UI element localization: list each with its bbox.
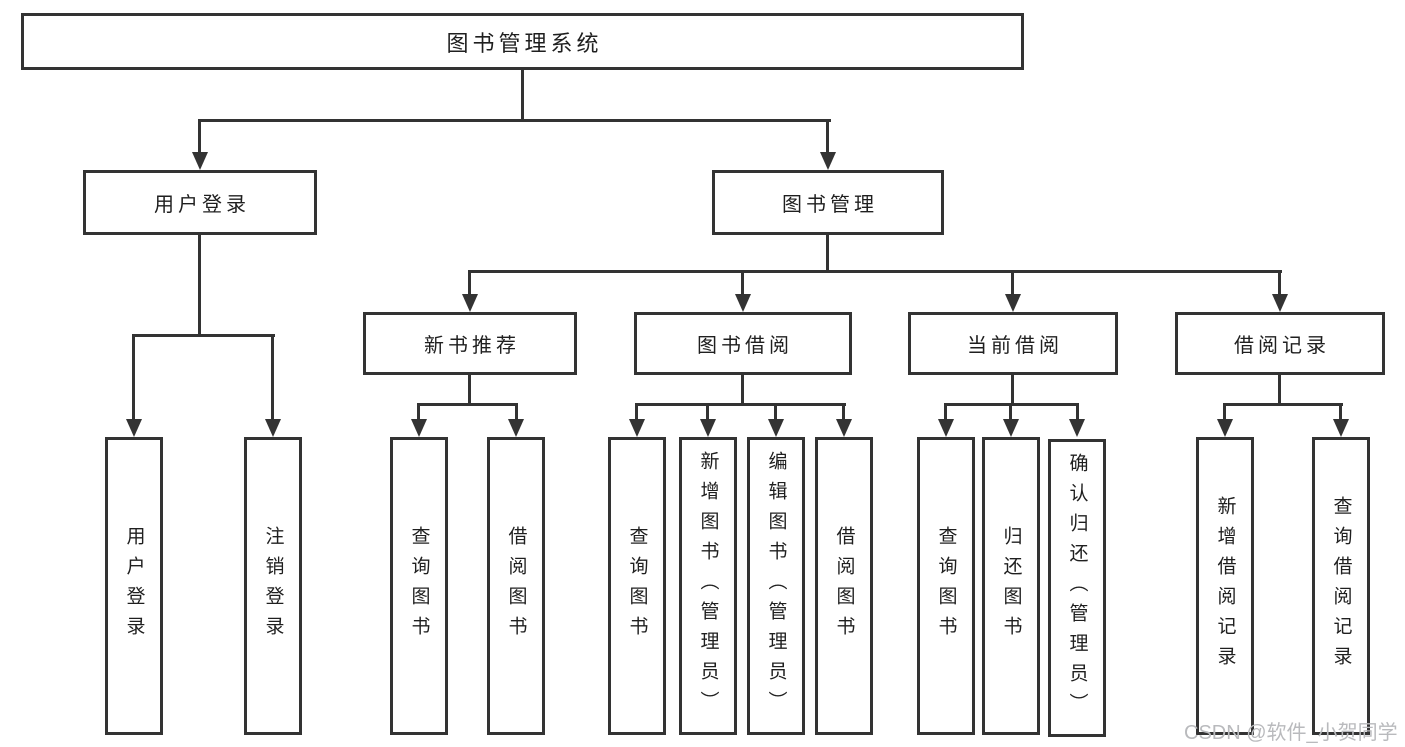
- node-book-borrow: 图书借阅: [634, 312, 852, 375]
- leaf-edit-book-admin: 编辑图书（管理员）: [747, 437, 805, 735]
- node-book-management: 图书管理: [712, 170, 944, 235]
- connector-line: [706, 403, 709, 420]
- connector-arrow: [192, 152, 208, 170]
- connector-line: [417, 403, 518, 406]
- connector-arrow: [629, 419, 645, 437]
- leaf-user-login: 用户登录: [105, 437, 163, 735]
- connector-arrow: [735, 294, 751, 312]
- connector-line: [417, 403, 420, 420]
- leaf-query-books-current: 查询图书: [917, 437, 975, 735]
- connector-arrow: [938, 419, 954, 437]
- node-new-book-recommend: 新书推荐: [363, 312, 577, 375]
- node-current-borrow: 当前借阅: [908, 312, 1118, 375]
- connector-line: [826, 119, 829, 155]
- connector-arrow: [700, 419, 716, 437]
- connector-arrow: [1217, 419, 1233, 437]
- node-user-login: 用户登录: [83, 170, 317, 235]
- connector-line: [132, 334, 275, 337]
- connector-line: [198, 119, 201, 155]
- connector-line: [1278, 270, 1281, 296]
- leaf-borrow-books: 借阅图书: [815, 437, 873, 735]
- connector-line: [468, 375, 471, 406]
- connector-line: [1339, 403, 1342, 420]
- leaf-add-borrow-record: 新增借阅记录: [1196, 437, 1254, 735]
- connector-line: [1278, 375, 1281, 406]
- leaf-query-books-borrow: 查询图书: [608, 437, 666, 735]
- connector-arrow: [1333, 419, 1349, 437]
- leaf-borrow-books-recommend: 借阅图书: [487, 437, 545, 735]
- connector-line: [468, 270, 471, 296]
- connector-line: [1076, 403, 1079, 420]
- connector-arrow: [1272, 294, 1288, 312]
- connector-line: [198, 235, 201, 337]
- leaf-query-books-recommend: 查询图书: [390, 437, 448, 735]
- connector-line: [635, 403, 846, 406]
- connector-line: [635, 403, 638, 420]
- connector-line: [741, 270, 744, 296]
- connector-line: [521, 70, 524, 121]
- leaf-confirm-return-admin: 确认归还（管理员）: [1048, 439, 1106, 737]
- connector-line: [774, 403, 777, 420]
- connector-arrow: [1003, 419, 1019, 437]
- connector-arrow: [508, 419, 524, 437]
- connector-arrow: [1069, 419, 1085, 437]
- connector-line: [132, 334, 135, 422]
- connector-line: [1011, 375, 1014, 406]
- leaf-logout: 注销登录: [244, 437, 302, 735]
- connector-line: [1223, 403, 1226, 420]
- connector-arrow: [1005, 294, 1021, 312]
- connector-arrow: [126, 419, 142, 437]
- connector-line: [842, 403, 845, 420]
- connector-line: [1011, 270, 1014, 296]
- connector-line: [468, 270, 1282, 273]
- connector-arrow: [836, 419, 852, 437]
- connector-arrow: [768, 419, 784, 437]
- leaf-add-book-admin: 新增图书（管理员）: [679, 437, 737, 735]
- node-root: 图书管理系统: [21, 13, 1024, 70]
- csdn-watermark: CSDN @软件_小贺同学: [1184, 722, 1398, 744]
- connector-line: [198, 119, 831, 122]
- connector-line: [1009, 403, 1012, 420]
- node-borrow-records: 借阅记录: [1175, 312, 1385, 375]
- connector-arrow: [411, 419, 427, 437]
- connector-line: [826, 235, 829, 273]
- leaf-query-borrow-record: 查询借阅记录: [1312, 437, 1370, 735]
- connector-line: [1223, 403, 1343, 406]
- connector-arrow: [462, 294, 478, 312]
- connector-line: [515, 403, 518, 420]
- connector-line: [741, 375, 744, 406]
- connector-line: [271, 334, 274, 422]
- connector-line: [944, 403, 947, 420]
- leaf-return-book: 归还图书: [982, 437, 1040, 735]
- connector-arrow: [265, 419, 281, 437]
- connector-arrow: [820, 152, 836, 170]
